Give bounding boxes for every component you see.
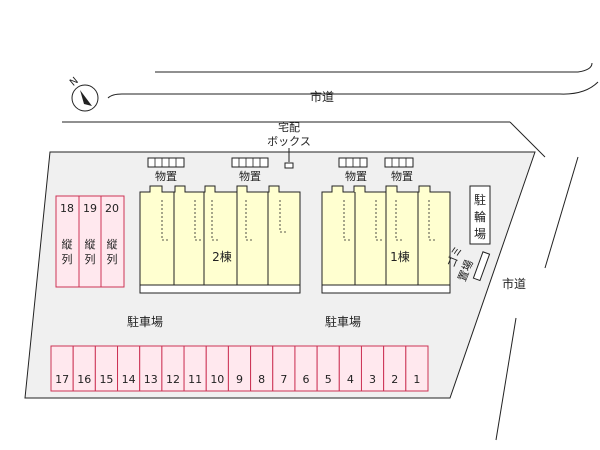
bicycle-parking: 駐 輪 場 [469,185,491,245]
parking-space-number: 11 [188,373,202,386]
parking-space-number: 2 [391,373,398,386]
building-1-label: 1棟 [390,249,410,264]
garbage-box [472,251,491,282]
parallel-label-char: 列 [107,252,118,266]
parking-space-20 [100,195,125,288]
parking-space-number: 1 [413,373,420,386]
storage-label-2: 物置 [239,169,261,183]
compass: N [68,75,99,112]
parallel-label-char: 縦 [62,238,73,251]
parking-space-number: 16 [77,373,91,386]
storage-shed-2: 物置 [231,157,269,183]
storage-shed-4: 物置 [384,157,414,183]
bicycle-parking-char-2: 輪 [474,209,486,224]
bicycle-parking-char-3: 場 [474,227,486,241]
storage-shed-1: 物置 [147,157,185,183]
parking-space-number: 13 [144,373,158,386]
road-corner [509,121,546,158]
parking-space-number: 4 [347,373,354,386]
parking-space-number: 17 [55,373,69,386]
road-right-edge-lower [495,317,517,441]
parking-space-number: 8 [258,373,265,386]
building-1: 1棟 [321,185,451,294]
parking-space-number: 18 [60,202,74,215]
parking-label-right: 駐車場 [325,314,361,329]
road-right-edge-upper [544,156,579,269]
parallel-label-char: 列 [62,252,73,266]
road-top-upper-edge [155,62,593,73]
parking-space-number: 3 [369,373,376,386]
bottom-parking-row: 17 16 15 14 13 12 11 10 9 8 7 6 5 4 3 2 1 [50,345,429,392]
parking-space-number: 9 [236,373,243,386]
road-top-lower-edge [107,81,599,99]
parking-label-left: 駐車場 [127,314,163,329]
storage-label-1: 物置 [155,169,177,183]
compass-needle [80,90,92,106]
delivery-box: 宅配 ボックス [267,120,311,169]
delivery-box-label-1: 宅配 [278,120,300,134]
parking-space-number: 7 [280,373,287,386]
parallel-parking-spaces: 18 19 20 縦 列 縦 列 縦 列 [55,195,125,288]
parking-space-number: 5 [325,373,332,386]
parallel-label-char: 縦 [85,238,96,251]
road-label-right: 市道 [502,276,526,291]
building-2: 2棟 [139,185,301,294]
parallel-label-char: 縦 [107,238,118,251]
storage-label-4: 物置 [391,169,413,183]
building-2-label: 2棟 [212,249,232,264]
storage-label-3: 物置 [345,169,367,183]
storage-shed-3: 物置 [338,157,368,183]
parking-space-number: 6 [303,373,310,386]
parking-space-number: 10 [210,373,224,386]
parallel-label-char: 列 [85,252,96,266]
parking-space-1 [405,345,429,392]
parking-space-number: 19 [83,202,97,215]
parking-space-number: 12 [166,373,180,386]
parking-space-number: 14 [122,373,136,386]
road-label-top: 市道 [310,89,334,104]
delivery-box-label-2: ボックス [267,135,311,148]
bicycle-parking-char-1: 駐 [474,192,486,207]
parking-space-number: 15 [99,373,113,386]
delivery-box-marker [284,162,294,169]
parking-space-number: 20 [105,202,119,215]
